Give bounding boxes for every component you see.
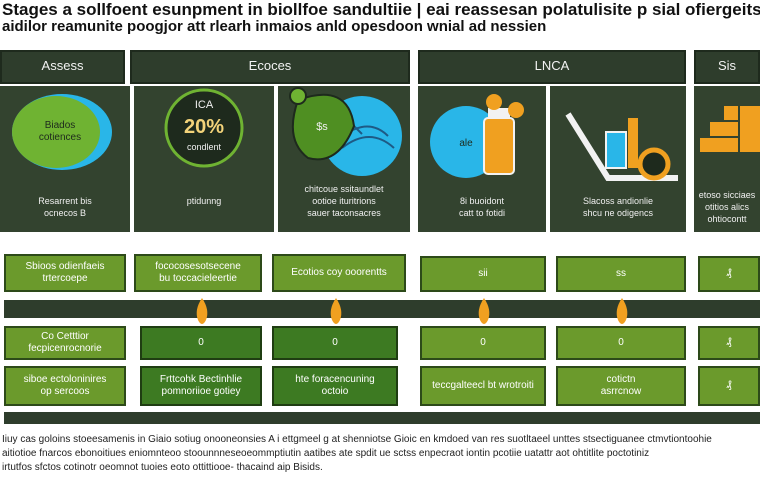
panel2-caption: ptidunng <box>186 196 222 206</box>
lca-badge-icon <box>164 88 244 168</box>
row2-box-6: ₰ <box>698 326 760 360</box>
row3-box2-line2: pomnoriioe gotiey <box>161 386 241 397</box>
row3-box2-line1: Frttcohk Bectinhlie <box>159 374 243 385</box>
footer-line-2: aitiotioe fnarcos ebonoitiues eniomnteoo… <box>2 448 650 459</box>
panel-lca-percent: ICA 20% condlent ptidunng <box>134 86 274 232</box>
circle-label-1: Biados <box>44 120 76 131</box>
row3-box3-line2: octoio <box>321 386 349 397</box>
footer-line-3: irtutfos sfctos cotinotr oeomnot tuoies … <box>2 462 323 473</box>
panel3-caption-3: sauer taconsacres <box>307 208 381 218</box>
row1-box-1: Sbioos odienfaeis trtercoepe <box>4 254 126 292</box>
panel-lnca-machine: Slacoss andionlie shcu ne odigencs <box>550 86 686 232</box>
panel6-caption-1: etoso sicciaes <box>698 190 756 200</box>
panel6-caption-3: ohtiocontt <box>707 214 747 224</box>
row3-box-3: hte foracencuning octoio <box>272 366 398 406</box>
row2-box1-line1: Co Cetttior <box>41 331 89 342</box>
row2-box-4: 0 <box>420 326 546 360</box>
footer-line-1: Iiuy cas goloins stoeesamenis in Giaio s… <box>2 434 712 445</box>
bottle-icon <box>430 94 524 178</box>
panel-sis: etoso sicciaes otitios alics ohtiocontt <box>694 86 760 232</box>
row2-box-1: Co Cetttior fecpicenrocnorie <box>4 326 126 360</box>
blocks-icon <box>700 106 760 152</box>
badge-value: 20% <box>183 116 225 138</box>
panel5-caption-1: Slacoss andionlie <box>582 196 654 206</box>
panel3-caption-1: chitcoue ssitaundlet <box>304 184 384 194</box>
row2-box-5: 0 <box>556 326 686 360</box>
bottom-bar <box>4 412 760 424</box>
page-title: Stages a sollfoent esunpment in biollfoe… <box>2 0 760 19</box>
row1-box-6: ₰ <box>698 256 760 292</box>
leaf-label: $s <box>316 121 328 133</box>
flow-bar <box>4 300 760 318</box>
row2-box-3: 0 <box>272 326 398 360</box>
row1-box1-line1: Sbioos odienfaeis <box>25 261 105 272</box>
panel-ecoces-leaf: $s chitcoue ssitaundlet ootioe ituritrio… <box>278 86 410 232</box>
badge-bottom: condlent <box>186 142 222 152</box>
circle-label-2: cotiences <box>38 132 82 143</box>
row3-box-5: cotictn asrrcnow <box>556 366 686 406</box>
row1-box-2: fococosesotsecene bu toccacieleertie <box>134 254 262 292</box>
panel4-caption-1: 8i buoidont <box>459 196 505 206</box>
bottle-label: ale <box>459 138 473 149</box>
panel5-caption-2: shcu ne odigencs <box>582 208 654 218</box>
header-assess: Assess <box>0 50 125 84</box>
row1-box2-line1: fococosesotsecene <box>155 261 241 272</box>
row2-box1-line2: fecpicenrocnorie <box>28 343 102 354</box>
header-sis: Sis <box>694 50 760 84</box>
flame-icon <box>196 298 208 324</box>
row3-box-4: teccgalteecl bt wrotroiti <box>420 366 546 406</box>
row3-box1-line2: op sercoos <box>40 386 90 397</box>
row3-box3-line1: hte foracencuning <box>295 374 375 385</box>
header-lnca: LNCA <box>418 50 686 84</box>
row3-box5-line1: cotictn <box>606 374 636 385</box>
panel-lnca-bottle: ale 8i buoidont catt to fotidi <box>418 86 546 232</box>
panel6-caption-2: otitios alics <box>704 202 749 212</box>
pump-icon <box>565 112 678 181</box>
header-ecoces: Ecoces <box>130 50 410 84</box>
leaf-globe-icon <box>289 87 402 176</box>
flame-icon <box>616 298 628 324</box>
row3-box-6: ₰ <box>698 366 760 406</box>
row1-box-3: Ecotios coy ooorentts <box>272 254 406 292</box>
row1-box-4: sii <box>420 256 546 292</box>
panel1-caption-1: Resarrent bis <box>38 196 92 206</box>
panel4-caption-2: catt to fotidi <box>458 208 506 218</box>
flame-icon <box>330 298 342 324</box>
page-subtitle: aidilor reamunite poogjor att rlearh inm… <box>2 18 547 35</box>
row3-box-1: siboe ectoloninires op sercoos <box>4 366 126 406</box>
row3-box5-line2: asrrcnow <box>600 386 642 397</box>
row1-box-5: ss <box>556 256 686 292</box>
biodiversity-circle-icon <box>12 94 112 170</box>
panel-assess: Biados cotiences Resarrent bis ocnecos B <box>0 86 130 232</box>
flame-icon <box>478 298 490 324</box>
row3-box-2: Frttcohk Bectinhlie pomnoriioe gotiey <box>140 366 262 406</box>
row1-box1-line2: trtercoepe <box>42 273 88 284</box>
row2-box-2: 0 <box>140 326 262 360</box>
badge-top: ICA <box>194 99 214 111</box>
panel3-caption-2: ootioe ituritrions <box>312 196 376 206</box>
panel1-caption-2: ocnecos B <box>43 208 87 218</box>
row3-box1-line1: siboe ectoloninires <box>23 374 107 385</box>
row1-box2-line2: bu toccacieleertie <box>159 273 237 284</box>
